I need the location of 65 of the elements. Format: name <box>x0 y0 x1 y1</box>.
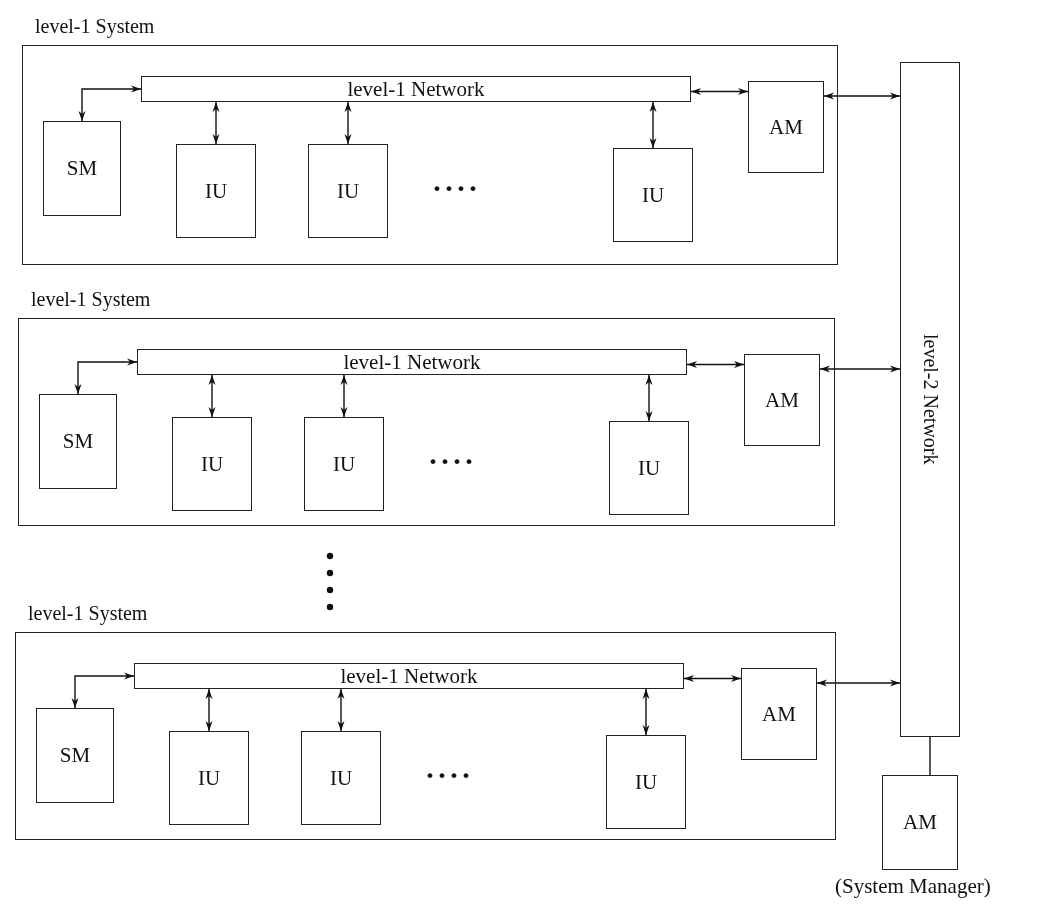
arrow <box>337 688 345 732</box>
unit-box <box>172 417 252 511</box>
arrow <box>645 374 653 422</box>
unit-box <box>609 421 689 515</box>
unit-box <box>606 735 686 829</box>
arrow <box>683 675 742 682</box>
arrow <box>823 92 901 100</box>
module-box <box>741 668 817 760</box>
node-label: SM <box>59 743 91 768</box>
unit-box <box>169 731 249 825</box>
node-label: IU <box>637 455 661 481</box>
system-heading: level-1 System <box>35 15 155 38</box>
arrow <box>208 374 216 418</box>
unit-box <box>308 144 388 238</box>
node-label: AM <box>769 114 803 140</box>
arrow <box>205 688 213 732</box>
network-bar <box>141 76 691 102</box>
node-label: level-1 Network <box>347 76 485 102</box>
node-label: AM <box>765 387 799 413</box>
module-box <box>39 394 117 489</box>
arrow <box>816 679 901 687</box>
module-box <box>36 708 114 803</box>
arrow <box>78 85 142 122</box>
node-label: level-1 Network <box>340 663 478 689</box>
node-label: SM <box>66 156 98 181</box>
system-heading: level-1 System <box>28 602 148 625</box>
arrow <box>74 358 138 395</box>
ellipsis: ···· <box>432 173 481 203</box>
arrow <box>686 361 745 368</box>
node-label: IU <box>197 765 221 791</box>
arrow <box>649 101 657 149</box>
arrow <box>212 101 220 145</box>
arrow <box>642 688 650 736</box>
network-bar <box>134 663 684 689</box>
arrow <box>690 88 749 95</box>
node-label: IU <box>336 178 360 204</box>
node-label: IU <box>634 769 658 795</box>
arrow <box>344 101 352 145</box>
network-bar <box>137 349 687 375</box>
unit-box <box>176 144 256 238</box>
module-box <box>744 354 820 446</box>
node-label: AM <box>762 701 796 727</box>
node-label: level-2 Network <box>918 334 942 465</box>
arrow <box>340 374 348 418</box>
node-label: level-1 Network <box>343 349 481 375</box>
network-bar <box>900 62 960 737</box>
arrow <box>819 365 901 373</box>
system-heading: level-1 System <box>31 288 151 311</box>
module-box <box>43 121 121 216</box>
node-label: SM <box>62 429 94 454</box>
node-label: AM <box>903 810 937 835</box>
connector-line <box>929 736 931 776</box>
node-label: IU <box>329 765 353 791</box>
node-caption: (System Manager) <box>835 874 991 899</box>
unit-box <box>304 417 384 511</box>
node-label: IU <box>641 182 665 208</box>
ellipsis: ···· <box>425 760 474 790</box>
node-label: IU <box>200 451 224 477</box>
ellipsis: ···· <box>428 446 477 476</box>
node-label: IU <box>204 178 228 204</box>
module-box <box>748 81 824 173</box>
unit-box <box>301 731 381 825</box>
unit-box <box>613 148 693 242</box>
arrow <box>71 672 135 709</box>
node-label: IU <box>332 451 356 477</box>
